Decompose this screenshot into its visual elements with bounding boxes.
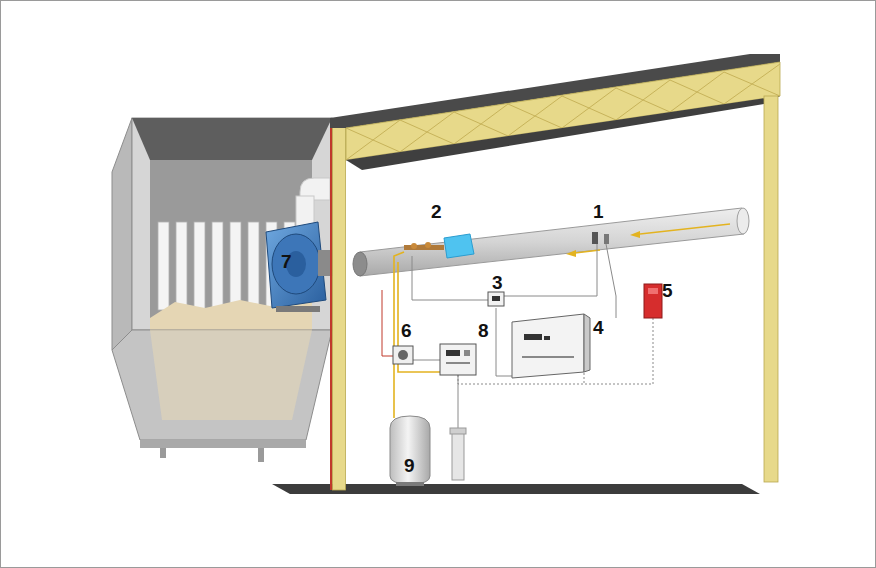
control-unit: [440, 344, 476, 375]
building-wall: [330, 120, 346, 490]
callout-number: 3: [492, 273, 503, 293]
spark-detector: [592, 232, 609, 244]
monitor-device: [393, 346, 413, 364]
water-inlet: [450, 428, 466, 480]
callout-number: 9: [404, 456, 415, 476]
callout-number: 4: [593, 318, 604, 338]
building-wall: [764, 96, 778, 482]
pressure-tank: [390, 416, 430, 486]
callout-number: 7: [281, 252, 292, 272]
building-roof: [330, 54, 780, 170]
callout-number: 6: [401, 321, 412, 341]
dust-collector: [112, 118, 332, 462]
callout-number: 2: [431, 202, 442, 222]
callout-number: 8: [478, 321, 489, 341]
junction-box: [488, 292, 504, 306]
alarm: [644, 284, 662, 318]
extinguishing-nozzle: [404, 234, 474, 258]
callout-number: 1: [593, 202, 604, 222]
callout-number: 5: [662, 281, 673, 301]
control-panel: [512, 314, 590, 378]
